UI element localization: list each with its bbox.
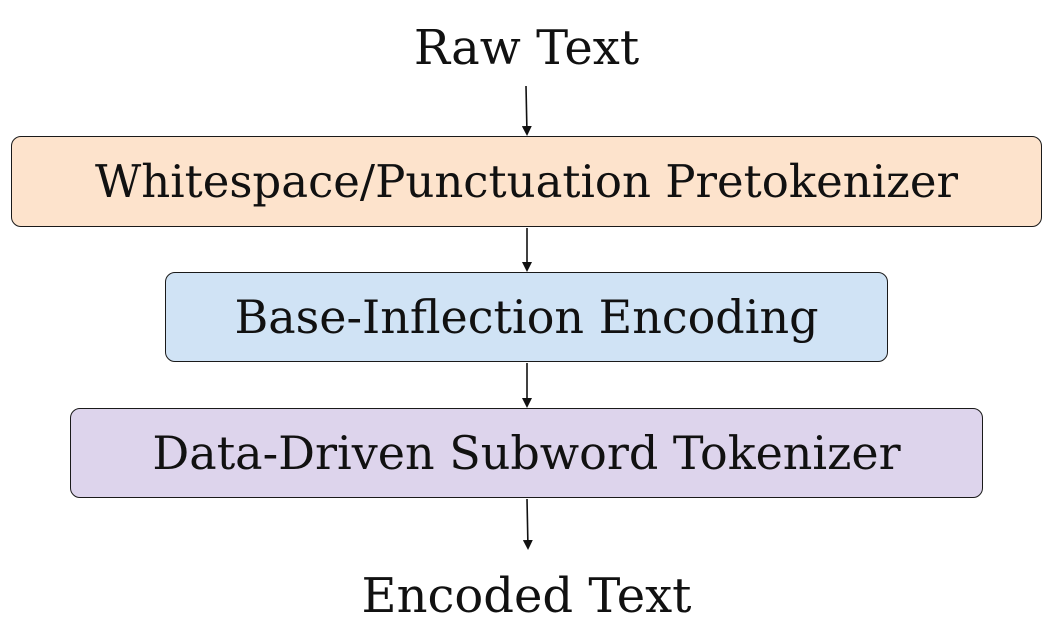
subword-tokenizer-label: Data-Driven Subword Tokenizer [152, 426, 901, 480]
arrow-input-to-pretokenizer [521, 85, 532, 136]
base-inflection-encoding-box: Base-Inflection Encoding [165, 272, 888, 362]
pretokenizer-label: Whitespace/Punctuation Pretokenizer [95, 155, 958, 208]
base-inflection-encoding-label: Base-Inflection Encoding [234, 290, 819, 344]
arrow-subword-to-output [522, 498, 533, 550]
output-label: Encoded Text [361, 568, 692, 624]
pretokenizer-box: Whitespace/Punctuation Pretokenizer [11, 136, 1042, 227]
subword-tokenizer-box: Data-Driven Subword Tokenizer [70, 408, 983, 498]
input-label: Raw Text [413, 20, 640, 76]
